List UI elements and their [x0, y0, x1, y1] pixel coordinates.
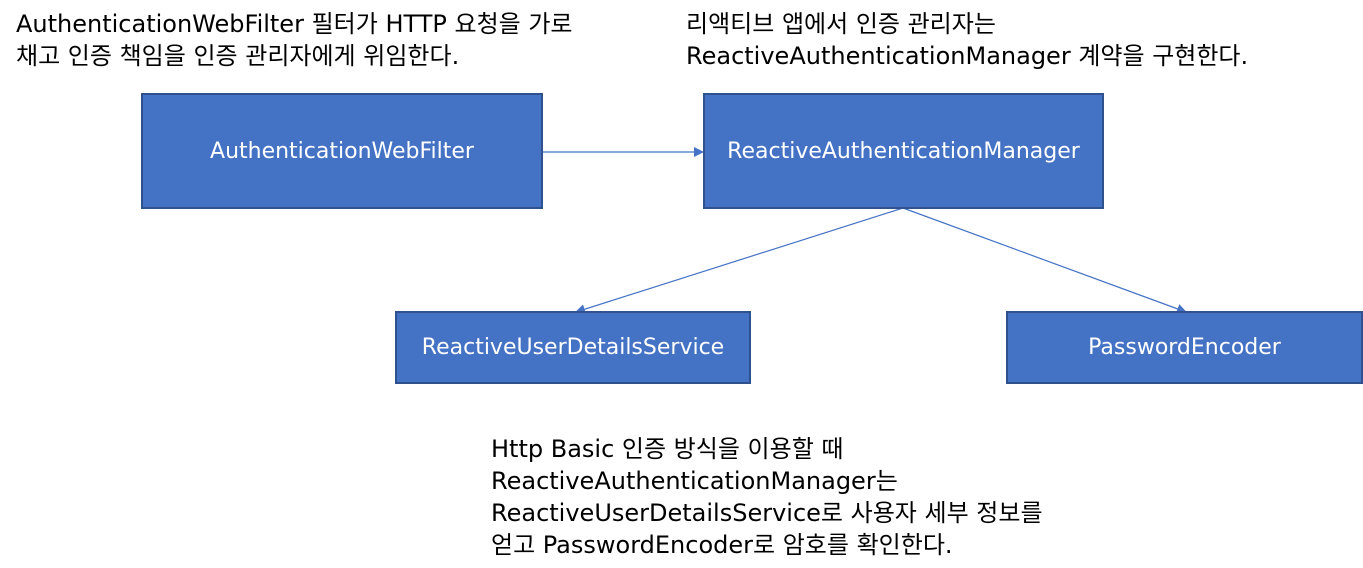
box-reactive-authentication-manager[interactable]: ReactiveAuthenticationManager: [703, 93, 1104, 209]
note-auth-manager-line-2: ReactiveAuthenticationManager 계약을 구현한다.: [686, 42, 1249, 70]
note-http-basic-line-1: Http Basic 인증 방식을 이용할 때: [491, 435, 844, 463]
note-web-filter-line-2: 채고 인증 책임을 인증 관리자에게 위임한다.: [16, 42, 460, 70]
box-authentication-web-filter-label: AuthenticationWebFilter: [210, 138, 474, 164]
note-http-basic-line-2: ReactiveAuthenticationManager는: [491, 467, 898, 495]
box-authentication-web-filter[interactable]: AuthenticationWebFilter: [141, 93, 543, 209]
box-password-encoder[interactable]: PasswordEncoder: [1006, 311, 1363, 384]
box-password-encoder-label: PasswordEncoder: [1088, 335, 1281, 360]
box-reactive-authentication-manager-label: ReactiveAuthenticationManager: [727, 138, 1080, 164]
arrow-manager-to-password-encoder: [902, 207, 1187, 314]
note-auth-manager-line-1: 리액티브 앱에서 인증 관리자는: [686, 10, 996, 38]
note-auth-manager: 리액티브 앱에서 인증 관리자는 ReactiveAuthenticationM…: [686, 8, 1248, 72]
box-reactive-user-details-service-label: ReactiveUserDetailsService: [421, 335, 725, 360]
box-reactive-user-details-service[interactable]: ReactiveUserDetailsService: [395, 311, 751, 384]
arrow-manager-to-user-details-service: [575, 207, 904, 315]
note-http-basic-line-3: ReactiveUserDetailsService로 사용자 세부 정보를: [491, 499, 1043, 527]
note-web-filter-line-1: AuthenticationWebFilter 필터가 HTTP 요청을 가로: [16, 10, 573, 38]
note-http-basic: Http Basic 인증 방식을 이용할 때 ReactiveAuthenti…: [491, 433, 1043, 561]
note-web-filter: AuthenticationWebFilter 필터가 HTTP 요청을 가로 …: [16, 8, 573, 72]
note-http-basic-line-4: 얻고 PasswordEncoder로 암호를 확인한다.: [491, 531, 953, 559]
